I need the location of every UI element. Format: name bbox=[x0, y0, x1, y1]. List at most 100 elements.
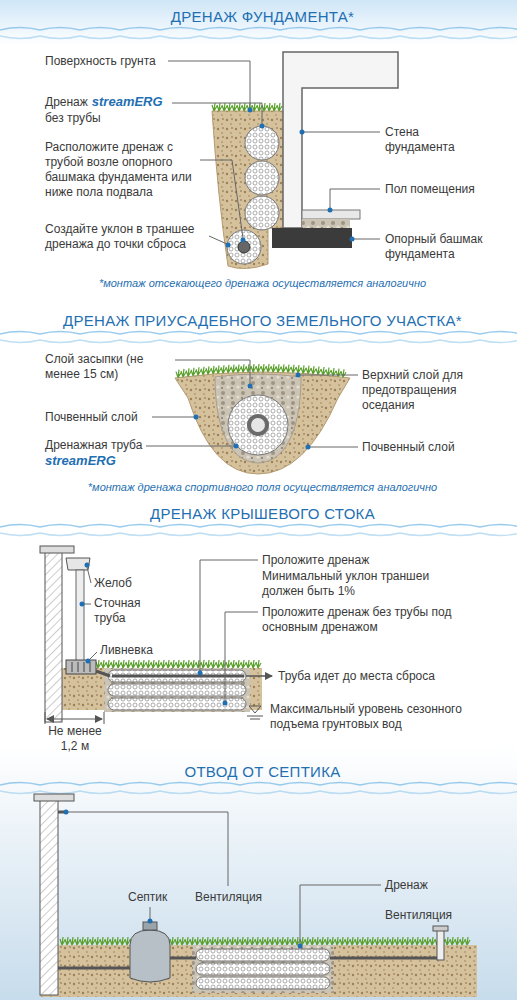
grass bbox=[95, 937, 100, 945]
leader-line bbox=[87, 567, 91, 583]
drain-field bbox=[196, 963, 330, 975]
leader-line bbox=[168, 61, 250, 108]
grass bbox=[216, 366, 221, 374]
grass bbox=[350, 937, 355, 945]
grass bbox=[166, 660, 171, 668]
grass bbox=[281, 364, 286, 372]
house-wall bbox=[34, 794, 74, 995]
septic-tank bbox=[130, 930, 170, 982]
callout-label: Дренаж bbox=[385, 878, 428, 893]
grass bbox=[335, 937, 340, 945]
drain-pipe bbox=[247, 414, 269, 436]
grass bbox=[230, 937, 235, 945]
grass bbox=[260, 937, 265, 945]
grass bbox=[80, 937, 85, 945]
callout-label: Сточная труба bbox=[94, 596, 154, 626]
grass bbox=[257, 103, 262, 111]
grass bbox=[275, 937, 280, 945]
grass bbox=[296, 365, 301, 373]
house-wall bbox=[45, 552, 62, 722]
grass bbox=[272, 103, 277, 111]
grass bbox=[390, 937, 395, 945]
dimension-line bbox=[104, 712, 105, 724]
footing bbox=[272, 228, 352, 248]
soil bbox=[175, 372, 350, 474]
leader-line bbox=[330, 189, 380, 208]
leader-line bbox=[89, 652, 97, 660]
grass bbox=[151, 660, 156, 668]
leader-line bbox=[352, 239, 380, 240]
grass bbox=[185, 937, 190, 945]
grass bbox=[195, 937, 200, 945]
grass bbox=[445, 937, 450, 945]
grass bbox=[175, 937, 180, 945]
grass bbox=[205, 937, 210, 945]
grass bbox=[262, 103, 267, 111]
leader-line bbox=[84, 604, 91, 605]
grass bbox=[235, 937, 240, 945]
leader-dot bbox=[198, 671, 203, 676]
grass bbox=[225, 937, 230, 945]
grass bbox=[190, 937, 195, 945]
grass bbox=[270, 937, 275, 945]
grass bbox=[96, 660, 101, 668]
downpipe bbox=[76, 570, 84, 662]
grass bbox=[306, 366, 311, 374]
grass bbox=[186, 368, 191, 376]
grass bbox=[180, 937, 185, 945]
wave-decoration bbox=[0, 36, 517, 39]
grass bbox=[120, 937, 125, 945]
leader-line bbox=[300, 885, 381, 945]
grass bbox=[251, 660, 256, 668]
wave-decoration bbox=[0, 28, 517, 794]
grass bbox=[196, 367, 201, 375]
grass bbox=[60, 937, 65, 945]
grass bbox=[176, 370, 181, 378]
grass bbox=[291, 365, 296, 373]
callout-label: Опорный башмак фундамента bbox=[385, 232, 495, 262]
leader-dot bbox=[248, 384, 253, 389]
leader-dot bbox=[223, 701, 228, 706]
grass bbox=[211, 366, 216, 374]
grass bbox=[460, 937, 465, 945]
leader-line bbox=[302, 132, 380, 133]
grass bbox=[450, 937, 455, 945]
wave-decoration bbox=[0, 340, 517, 343]
grass bbox=[211, 660, 216, 668]
grass bbox=[206, 660, 211, 668]
grass bbox=[267, 103, 272, 111]
grass bbox=[240, 937, 245, 945]
leader-line bbox=[300, 375, 358, 376]
grass bbox=[246, 660, 251, 668]
grass bbox=[405, 937, 410, 945]
grass bbox=[256, 660, 261, 668]
vent-pipe bbox=[437, 930, 444, 960]
drain-field bbox=[196, 977, 330, 989]
grass bbox=[465, 937, 470, 945]
grass bbox=[271, 364, 276, 372]
grass bbox=[340, 937, 345, 945]
callout-label: Почвенный слой bbox=[45, 410, 138, 425]
grass bbox=[290, 937, 295, 945]
callout-label: Септик bbox=[128, 890, 167, 905]
grass bbox=[116, 660, 121, 668]
grass bbox=[380, 937, 385, 945]
grass bbox=[266, 364, 271, 372]
grass bbox=[310, 937, 315, 945]
leader-dot bbox=[241, 238, 246, 243]
grass bbox=[200, 937, 205, 945]
gutter bbox=[66, 558, 90, 570]
callout-label: Верхний слой для предотвращения оседания bbox=[362, 368, 507, 413]
trench-backfill bbox=[215, 374, 301, 463]
grass bbox=[110, 937, 115, 945]
callout-label: Расположите дренаж с трубой возле опорно… bbox=[45, 140, 195, 200]
leader-dot bbox=[86, 659, 91, 664]
callout-label: Желоб bbox=[94, 576, 132, 591]
leader-dot bbox=[298, 944, 303, 949]
foundation-wall bbox=[283, 52, 398, 228]
grass bbox=[75, 937, 80, 945]
grass bbox=[125, 937, 130, 945]
water-level-symbol bbox=[247, 716, 263, 717]
grass bbox=[326, 367, 331, 375]
